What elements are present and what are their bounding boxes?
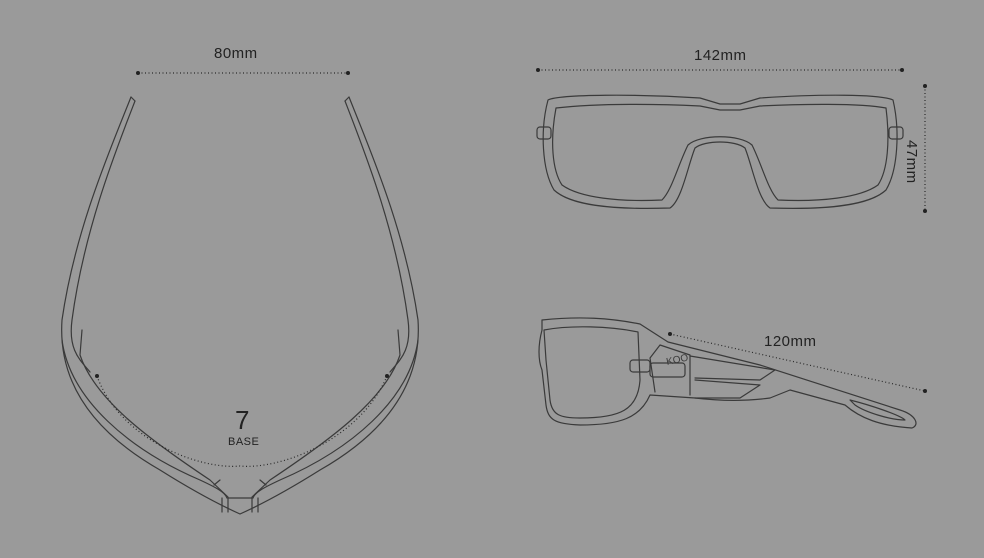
base-curve-label: BASE: [228, 436, 260, 448]
dimension-endpoint: [136, 71, 140, 75]
logo: KOO: [665, 353, 689, 368]
front-view: [536, 68, 927, 213]
temple-length-label: 120mm: [764, 333, 817, 350]
frame-height-label: 47mm: [903, 140, 920, 184]
temple-width-label: 80mm: [214, 45, 258, 62]
frame-width-label: 142mm: [694, 47, 747, 64]
top-view: [61, 71, 419, 515]
side-view: KOO: [538, 317, 927, 429]
base-curve-value: 7: [235, 405, 250, 435]
